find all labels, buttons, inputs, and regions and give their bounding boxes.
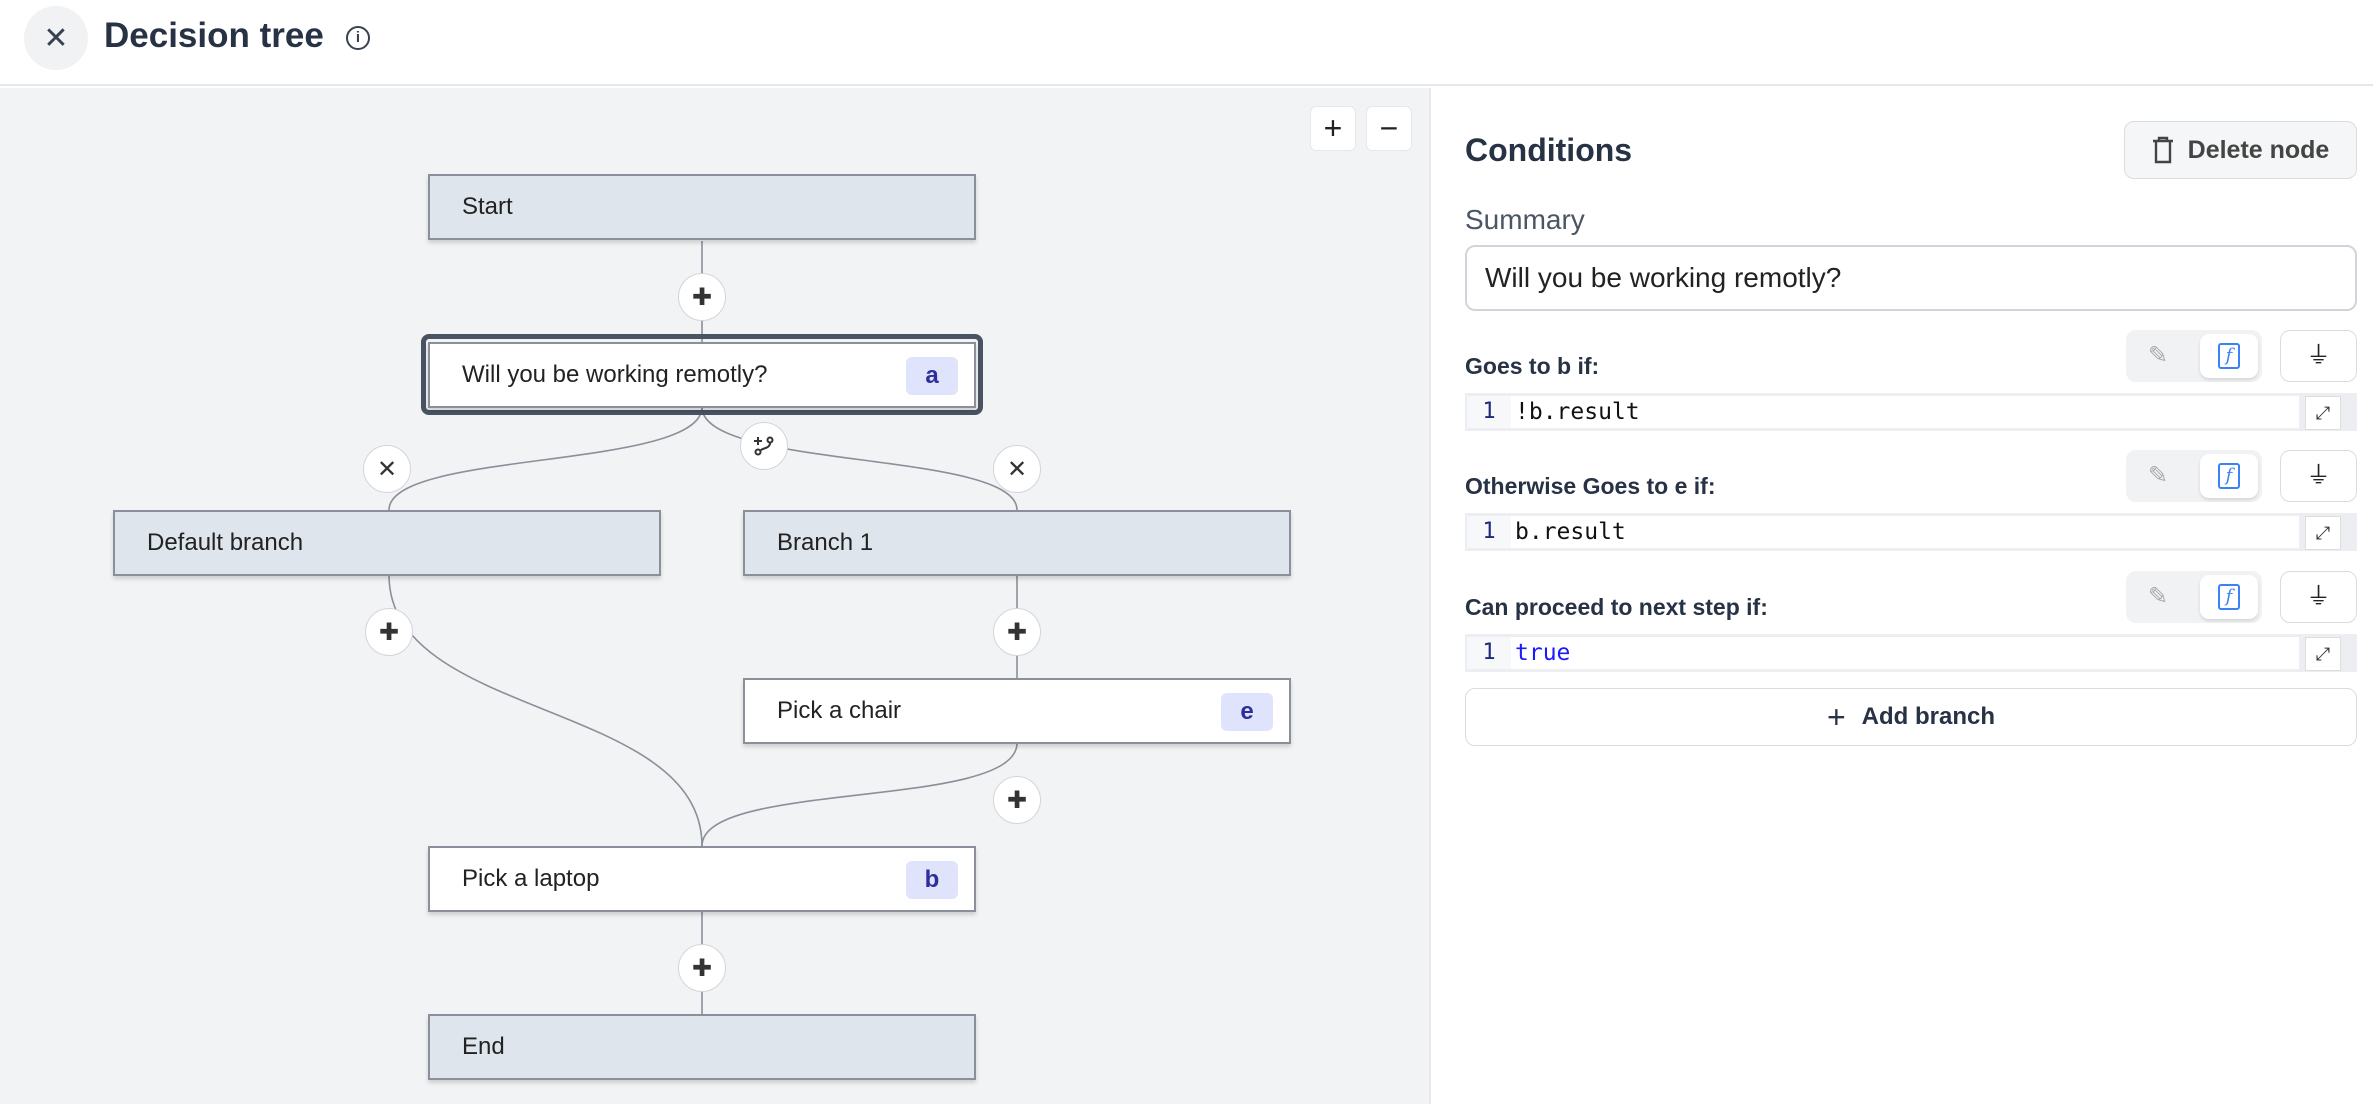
- node-label: Branch 1: [777, 529, 874, 556]
- delete-node-button[interactable]: Delete node: [2124, 121, 2357, 179]
- function-mode-button[interactable]: f: [2200, 454, 2258, 498]
- summary-label: Summary: [1465, 204, 1585, 235]
- trash-icon: [2152, 136, 2173, 164]
- plug-button[interactable]: ⏚: [2280, 450, 2357, 502]
- add-step-button[interactable]: ✚: [993, 776, 1041, 824]
- git-branch-plus-icon: [754, 436, 774, 456]
- pencil-icon[interactable]: ✎: [2147, 462, 2169, 489]
- edge-chair-laptop: [701, 742, 1018, 847]
- function-mode-button[interactable]: f: [2200, 334, 2258, 378]
- selection-outline: [421, 334, 983, 415]
- zoom-in-button[interactable]: +: [1310, 106, 1356, 151]
- line-number: 1: [1467, 516, 1511, 548]
- page-title: Decision tree: [104, 16, 324, 55]
- edge-default-laptop: [388, 574, 703, 847]
- code-text[interactable]: !b.result: [1511, 396, 2299, 428]
- expand-icon[interactable]: ⤢: [2305, 516, 2341, 550]
- add-step-button[interactable]: ✚: [678, 944, 726, 992]
- plug-icon: ⏚: [2306, 462, 2331, 489]
- node-pick-chair[interactable]: Pick a chair e: [743, 678, 1291, 744]
- node-badge: a: [906, 357, 958, 395]
- plug-button[interactable]: ⏚: [2280, 330, 2357, 382]
- edge-question-branch1: [701, 406, 1018, 511]
- remove-branch-button[interactable]: ✕: [993, 445, 1041, 493]
- condition-label: Can proceed to next step if:: [1465, 594, 1768, 620]
- plug-icon: ⏚: [2306, 342, 2331, 369]
- expand-icon[interactable]: ⤢: [2305, 396, 2341, 430]
- add-step-button[interactable]: ✚: [678, 273, 726, 321]
- flow-canvas[interactable]: [0, 88, 1431, 1104]
- node-start[interactable]: Start: [428, 174, 976, 240]
- node-branch-1[interactable]: Branch 1: [743, 510, 1291, 576]
- node-label: Pick a chair: [777, 697, 902, 724]
- node-badge: b: [906, 861, 958, 899]
- plus-icon: +: [1826, 698, 1846, 735]
- close-icon: ✕: [376, 455, 398, 483]
- line-number: 1: [1467, 637, 1511, 669]
- close-button[interactable]: ✕: [24, 6, 88, 70]
- plus-icon: ✚: [1006, 618, 1028, 646]
- node-label: Pick a laptop: [462, 865, 600, 892]
- pencil-icon[interactable]: ✎: [2147, 583, 2169, 610]
- info-icon[interactable]: i: [346, 26, 370, 50]
- summary-input[interactable]: [1465, 245, 2357, 311]
- plus-icon: ✚: [691, 283, 713, 311]
- add-branch-label: Add branch: [1861, 703, 1996, 730]
- condition-label: Goes to b if:: [1465, 353, 1600, 379]
- add-step-button[interactable]: ✚: [365, 608, 413, 656]
- node-end[interactable]: End: [428, 1014, 976, 1080]
- node-label: Start: [462, 193, 513, 220]
- plug-button[interactable]: ⏚: [2280, 571, 2357, 623]
- pencil-icon[interactable]: ✎: [2147, 342, 2169, 369]
- close-icon: ✕: [43, 21, 69, 55]
- node-label: Will you be working remotly?: [462, 361, 768, 388]
- mode-toggle[interactable]: ✎f: [2126, 571, 2262, 623]
- node-label: End: [462, 1033, 505, 1060]
- add-branch-button[interactable]: + Add branch: [1465, 688, 2357, 746]
- header: ✕ Decision tree i: [0, 0, 2373, 86]
- add-step-button[interactable]: ✚: [993, 608, 1041, 656]
- node-default-branch[interactable]: Default branch: [113, 510, 661, 576]
- edge-question-default: [388, 406, 703, 511]
- delete-node-label: Delete node: [2187, 135, 2330, 164]
- node-pick-laptop[interactable]: Pick a laptop b: [428, 846, 976, 912]
- close-icon: ✕: [1006, 455, 1028, 483]
- plus-icon: ✚: [691, 954, 713, 982]
- node-question[interactable]: Will you be working remotly? a: [428, 342, 976, 408]
- add-branch-node-button[interactable]: [740, 422, 788, 470]
- function-icon: f: [2218, 584, 2240, 610]
- function-icon: f: [2218, 463, 2240, 489]
- code-editor[interactable]: 1!b.result⤢: [1465, 393, 2357, 431]
- node-badge: e: [1221, 693, 1273, 731]
- code-text[interactable]: b.result: [1511, 516, 2299, 548]
- code-text[interactable]: true: [1511, 637, 2299, 669]
- plus-icon: ✚: [378, 618, 400, 646]
- function-icon: f: [2218, 343, 2240, 369]
- line-number: 1: [1467, 396, 1511, 428]
- node-label: Default branch: [147, 529, 304, 556]
- plug-icon: ⏚: [2306, 583, 2331, 610]
- expand-icon[interactable]: ⤢: [2305, 637, 2341, 671]
- mode-toggle[interactable]: ✎f: [2126, 450, 2262, 502]
- zoom-out-button[interactable]: −: [1366, 106, 1412, 151]
- remove-branch-button[interactable]: ✕: [363, 445, 411, 493]
- plus-icon: ✚: [1006, 786, 1028, 814]
- panel-title: Conditions: [1465, 132, 1633, 168]
- mode-toggle[interactable]: ✎f: [2126, 330, 2262, 382]
- condition-label: Otherwise Goes to e if:: [1465, 473, 1716, 499]
- function-mode-button[interactable]: f: [2200, 575, 2258, 619]
